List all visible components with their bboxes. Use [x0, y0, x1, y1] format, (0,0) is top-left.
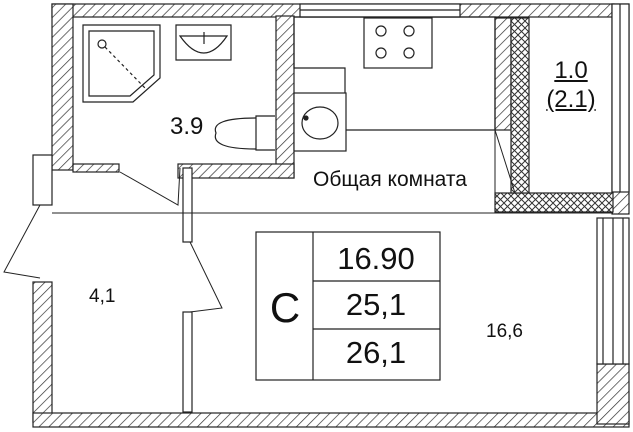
main-area-label: 16,6: [486, 321, 523, 342]
bathroom-area-label: 3.9: [170, 113, 204, 140]
total-area-with-balcony-value: 26,1: [345, 335, 407, 370]
kitchen-counter: [293, 16, 496, 152]
toilet: [214, 115, 275, 151]
right-wall-lower: [596, 363, 630, 425]
balcony-area: 1.0: [554, 57, 588, 84]
balcony-area-label: 1.0 (2.1): [542, 56, 600, 114]
total-area-value: 25,1: [345, 287, 407, 322]
apartment-type-letter: C: [269, 284, 301, 331]
balcony-floor-slab: [494, 192, 614, 213]
bottom-wall: [32, 412, 630, 428]
balcony-side-slab: [510, 17, 530, 194]
doors: [3, 129, 516, 313]
entry-door: [3, 204, 41, 279]
balcony-area-full: (2.1): [546, 86, 596, 113]
left-wall-post: [32, 154, 53, 206]
left-wall-lower: [32, 281, 53, 423]
balcony-door: [494, 129, 516, 194]
stove: [363, 17, 433, 69]
left-wall-upper: [51, 3, 74, 171]
balcony-inner-wall: [494, 17, 512, 131]
hallway-area-label: 4,1: [89, 286, 116, 307]
bath-fixtures: [82, 24, 275, 151]
bath-door: [119, 167, 181, 206]
room-name-label: Общая комната: [313, 168, 467, 191]
hall-door: [189, 241, 223, 313]
bathroom-walls: [72, 15, 295, 179]
hallway-partition: [182, 167, 193, 413]
living-area-value: 16.90: [337, 241, 415, 276]
windows: [299, 3, 630, 365]
